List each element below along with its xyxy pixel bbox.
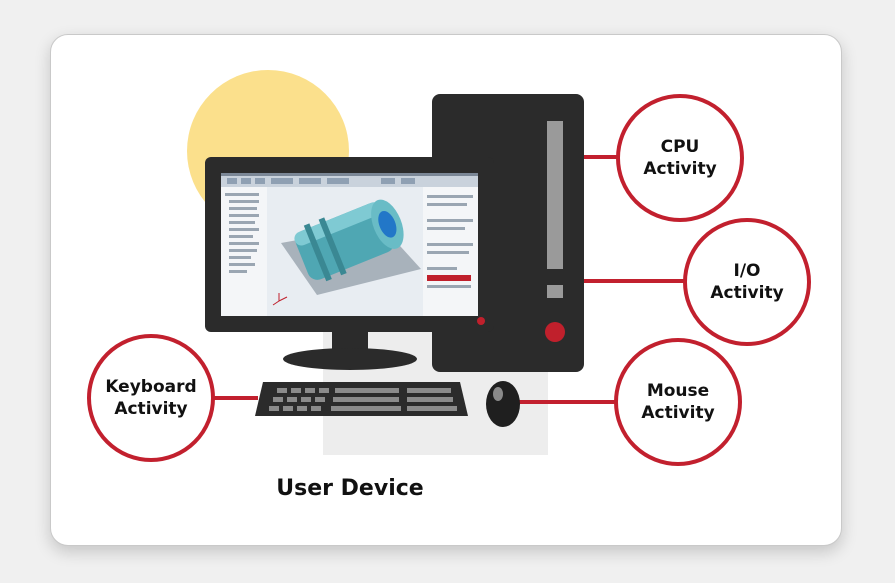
cad-screenshot-illustration <box>221 173 478 316</box>
user-device-caption: User Device <box>276 476 424 501</box>
mouse-activity-label: Mouse Activity <box>641 381 715 423</box>
monitor-stand <box>283 348 417 370</box>
keyboard-activity-node: Keyboard Activity <box>87 334 215 462</box>
monitor-power-icon <box>477 317 485 325</box>
io-activity-label: I/O Activity <box>710 261 784 303</box>
io-activity-node: I/O Activity <box>683 218 811 346</box>
keyboard <box>255 382 468 416</box>
keyboard-connector-line <box>214 396 258 400</box>
cpu-activity-node: CPU Activity <box>616 94 744 222</box>
monitor-neck <box>332 331 368 353</box>
mouse-icon <box>484 380 522 428</box>
drive-indicator <box>547 285 563 298</box>
io-connector-line <box>582 279 686 283</box>
drive-slot <box>547 121 563 269</box>
monitor <box>205 157 494 332</box>
mouse-activity-node: Mouse Activity <box>614 338 742 466</box>
mouse-connector-line <box>517 400 617 404</box>
keyboard-activity-label: Keyboard Activity <box>105 377 197 419</box>
cpu-activity-label: CPU Activity <box>643 137 717 179</box>
cpu-connector-line <box>582 155 622 159</box>
power-button-icon <box>545 322 565 342</box>
